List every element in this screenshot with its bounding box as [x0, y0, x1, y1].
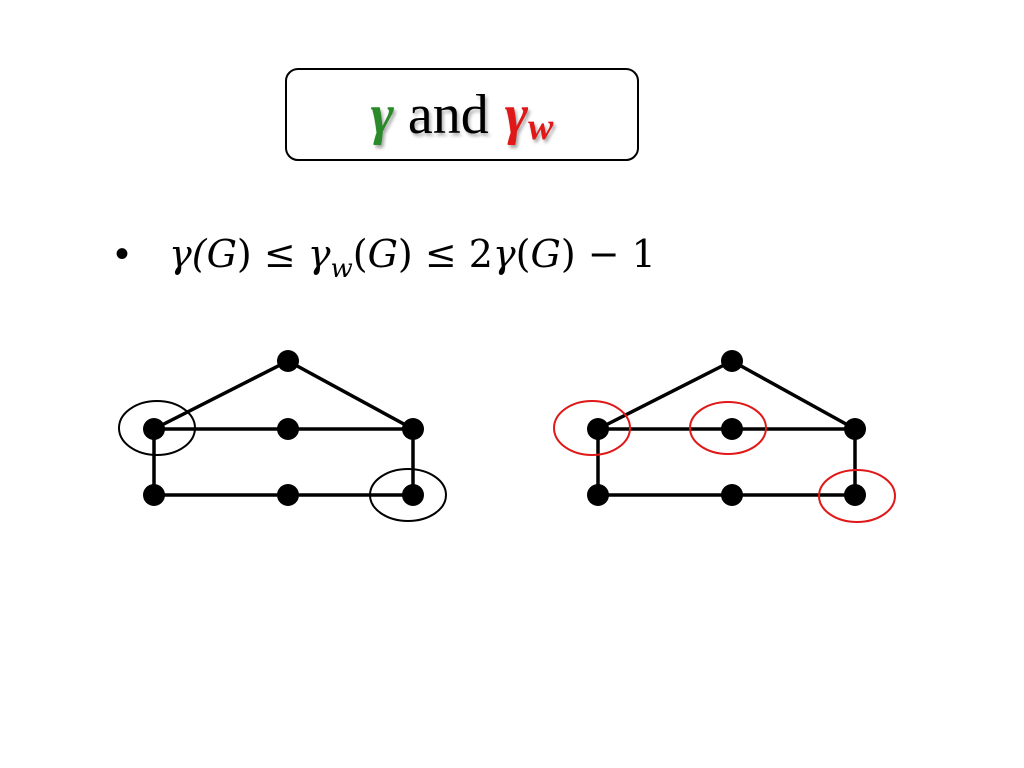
formula-gamma-3: γ — [492, 232, 516, 276]
edge — [287, 359, 414, 431]
highlight-ellipse — [689, 401, 767, 455]
highlight-ellipse — [369, 468, 447, 522]
vertex-mid-right — [402, 418, 424, 440]
vertex-bottom-left — [143, 484, 165, 506]
gamma-w-symbol: γ — [504, 83, 529, 146]
graph-left-highlights — [118, 400, 447, 522]
graph-right-vertices — [587, 350, 866, 506]
vertex-bottom-center — [721, 484, 743, 506]
formula-leq-2: ) ≤ 2 — [397, 232, 493, 276]
bullet-marker: • — [115, 231, 130, 276]
formula-gamma-1: γ( — [169, 232, 207, 276]
formula-g-2: G — [367, 232, 398, 276]
formula-gamma-w: γ — [307, 232, 331, 276]
highlight-ellipse — [553, 400, 631, 456]
formula-g-3: G — [530, 232, 561, 276]
vertex-bottom-right — [402, 484, 424, 506]
edge — [731, 359, 856, 431]
highlight-ellipse — [118, 400, 196, 456]
vertex-bottom-left — [587, 484, 609, 506]
edge — [597, 359, 733, 431]
graph-right — [553, 350, 896, 523]
bullet-row: • γ(G) ≤ γw(G) ≤ 2γ(G) − 1 — [115, 222, 656, 286]
vertex-mid-center — [721, 418, 743, 440]
gamma-w-subscript: w — [528, 105, 554, 148]
inequality-formula: γ(G) ≤ γw(G) ≤ 2γ(G) − 1 — [169, 232, 656, 284]
formula-paren-open-2: ( — [352, 232, 368, 276]
vertex-mid-left — [587, 418, 609, 440]
vertex-mid-left — [143, 418, 165, 440]
formula-g-1: G — [206, 232, 237, 276]
title-conjunction: and — [407, 83, 489, 146]
graph-left-vertices — [143, 350, 424, 506]
graph-right-highlights — [553, 400, 896, 523]
formula-paren-open-3: ( — [515, 232, 531, 276]
formula-subscript-w: w — [330, 254, 353, 284]
graph-left — [118, 350, 447, 522]
edge — [153, 359, 289, 431]
vertex-bottom-center — [277, 484, 299, 506]
vertex-mid-right — [844, 418, 866, 440]
formula-tail: ) − 1 — [560, 232, 656, 276]
formula-leq-1: ) ≤ — [236, 232, 308, 276]
highlight-ellipse — [818, 469, 896, 523]
vertex-bottom-right — [844, 484, 866, 506]
gamma-symbol: γ — [370, 83, 394, 146]
vertex-mid-center — [277, 418, 299, 440]
vertex-top — [721, 350, 743, 372]
vertex-top — [277, 350, 299, 372]
